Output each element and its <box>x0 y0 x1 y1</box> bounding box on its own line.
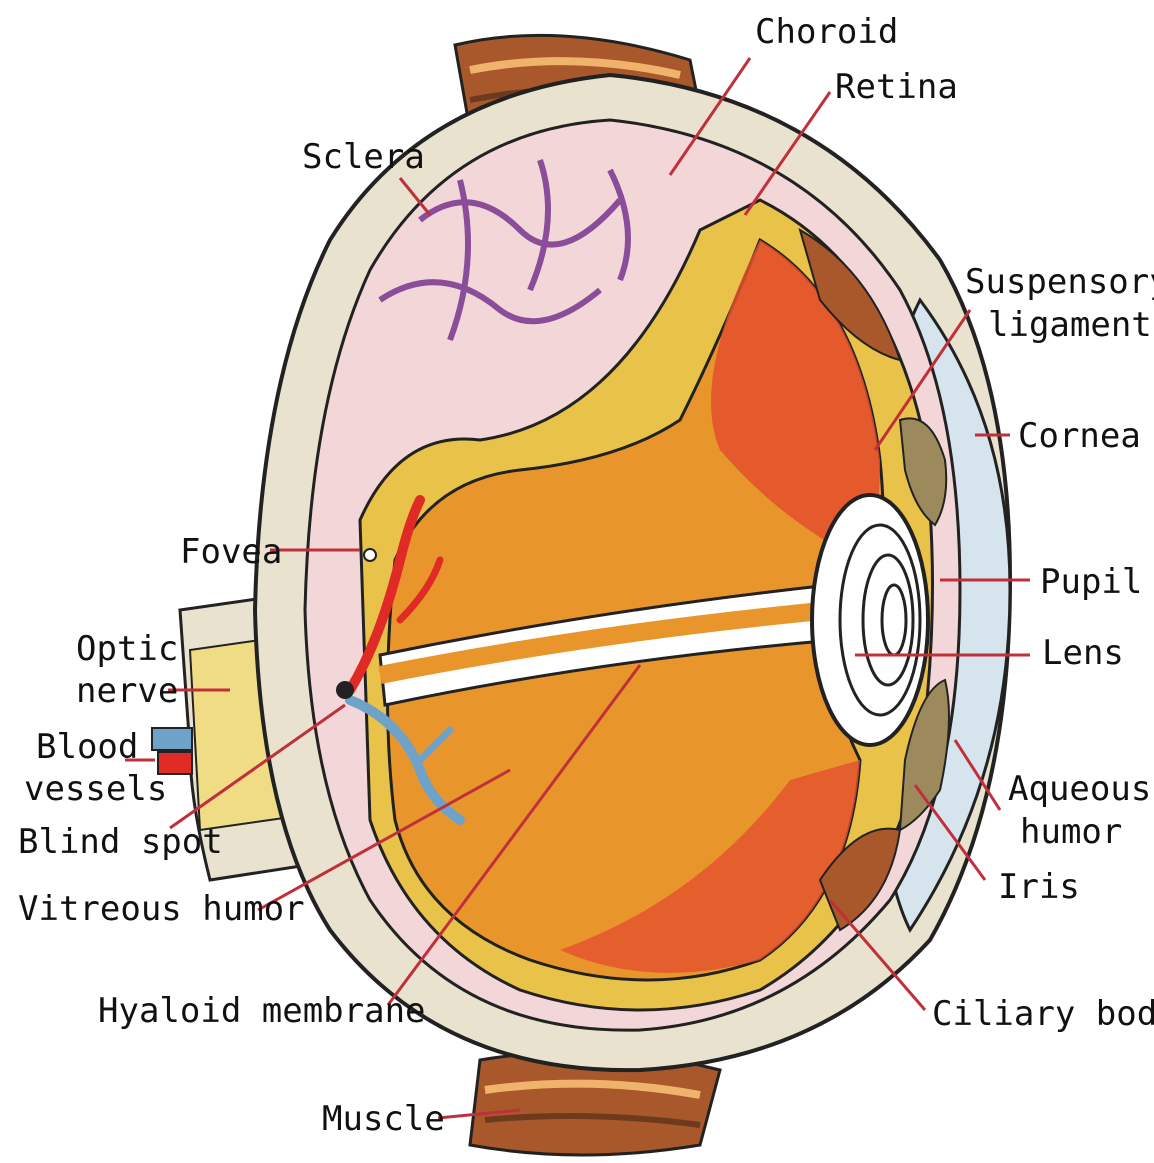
label-blood-line2: vessels <box>24 769 167 809</box>
label-pupil: Pupil <box>1040 562 1142 602</box>
label-blind-spot: Blind spot <box>18 822 223 862</box>
label-iris: Iris <box>998 867 1080 907</box>
blind-spot-mark <box>336 681 354 699</box>
label-cornea: Cornea <box>1018 416 1141 456</box>
label-lens: Lens <box>1042 633 1124 673</box>
label-suspensory-line1: Suspensory <box>965 262 1154 302</box>
label-optic-line2: nerve <box>76 671 178 711</box>
label-choroid: Choroid <box>755 12 898 52</box>
lens-shape <box>812 495 928 745</box>
label-retina: Retina <box>835 67 958 107</box>
label-aqueous-line1: Aqueous <box>1008 769 1151 809</box>
blood-vessels-stub <box>152 728 192 774</box>
fovea-mark <box>364 549 376 561</box>
label-aqueous-line2: humor <box>1020 812 1122 852</box>
label-vitreous-humor: Vitreous humor <box>18 889 305 929</box>
label-optic-line1: Optic <box>76 629 178 669</box>
label-suspensory-line2: ligament <box>988 305 1152 345</box>
label-sclera: Sclera <box>302 137 425 177</box>
label-muscle: Muscle <box>322 1099 445 1139</box>
label-blood-line1: Blood <box>36 727 138 767</box>
label-fovea: Fovea <box>180 532 282 572</box>
label-hyaloid-membrane: Hyaloid membrane <box>98 991 426 1031</box>
label-ciliary-body: Ciliary body <box>932 994 1154 1034</box>
